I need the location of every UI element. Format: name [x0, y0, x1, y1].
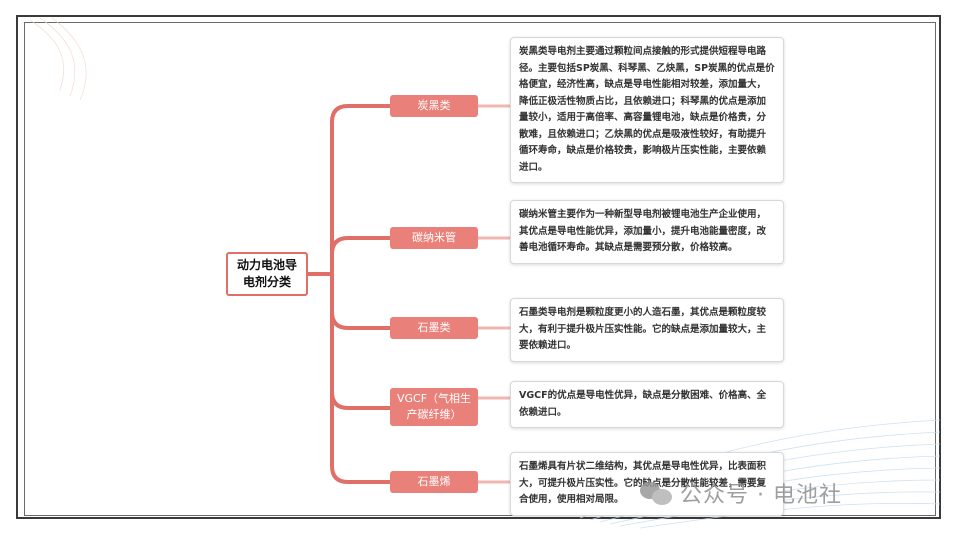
- description-text: 碳纳米管主要作为一种新型导电剂被锂电池生产企业使用，其优点是导电性能优异，添加量…: [519, 209, 767, 253]
- description-text: 石墨烯具有片状二维结构，其优点是导电性优异，比表面积大，可提升极片压实性。它的缺…: [519, 461, 767, 505]
- branch-node-carbon-black: 炭黑类: [390, 95, 478, 117]
- root-node: 动力电池导电剂分类: [226, 252, 308, 296]
- root-node-label: 动力电池导电剂分类: [236, 258, 297, 289]
- branch-node-carbon-nanotube: 碳纳米管: [390, 227, 478, 249]
- description-carbon-nanotube: 碳纳米管主要作为一种新型导电剂被锂电池生产企业使用，其优点是导电性能优异，添加量…: [510, 200, 784, 264]
- watermark-text: 公众号 · 电池社: [680, 483, 842, 508]
- description-vgcf: VGCF的优点是导电性优异，缺点是分散困难、价格高、全依赖进口。: [510, 381, 784, 428]
- connector-branch-5: [330, 272, 392, 484]
- description-graphite: 石墨类导电剂是颗粒度更小的人造石墨，其优点是颗粒度较大，有利于提升极片压实性能。…: [510, 298, 784, 362]
- slide-frame: [16, 15, 941, 519]
- wechat-icon: [640, 480, 674, 506]
- description-text: 炭黑类导电剂主要通过颗粒间点接触的形式提供短程导电路径。主要包括SP炭黑、科琴黑…: [519, 46, 775, 173]
- connector-branch-2: [330, 236, 392, 276]
- branch-node-label: 碳纳米管: [412, 231, 456, 244]
- description-carbon-black: 炭黑类导电剂主要通过颗粒间点接触的形式提供短程导电路径。主要包括SP炭黑、科琴黑…: [510, 37, 784, 183]
- connector-branch-3: [330, 272, 392, 330]
- branch-node-vgcf: VGCF（气相生产碳纤维）: [390, 388, 478, 426]
- branch-node-graphite: 石墨类: [390, 317, 478, 339]
- branch-node-label: 石墨类: [417, 321, 451, 334]
- description-text: VGCF的优点是导电性优异，缺点是分散困难、价格高、全依赖进口。: [519, 390, 767, 418]
- branch-node-label: VGCF（气相生产碳纤维）: [396, 392, 472, 421]
- description-text: 石墨类导电剂是颗粒度更小的人造石墨，其优点是颗粒度较大，有利于提升极片压实性能。…: [519, 307, 767, 351]
- branch-node-graphene: 石墨烯: [390, 471, 478, 493]
- branch-node-label: 石墨烯: [417, 475, 451, 488]
- connector-branch-1: [330, 104, 392, 276]
- watermark: 公众号 · 电池社: [640, 478, 940, 508]
- connector-branch-4: [330, 272, 392, 410]
- branch-node-label: 炭黑类: [417, 99, 451, 112]
